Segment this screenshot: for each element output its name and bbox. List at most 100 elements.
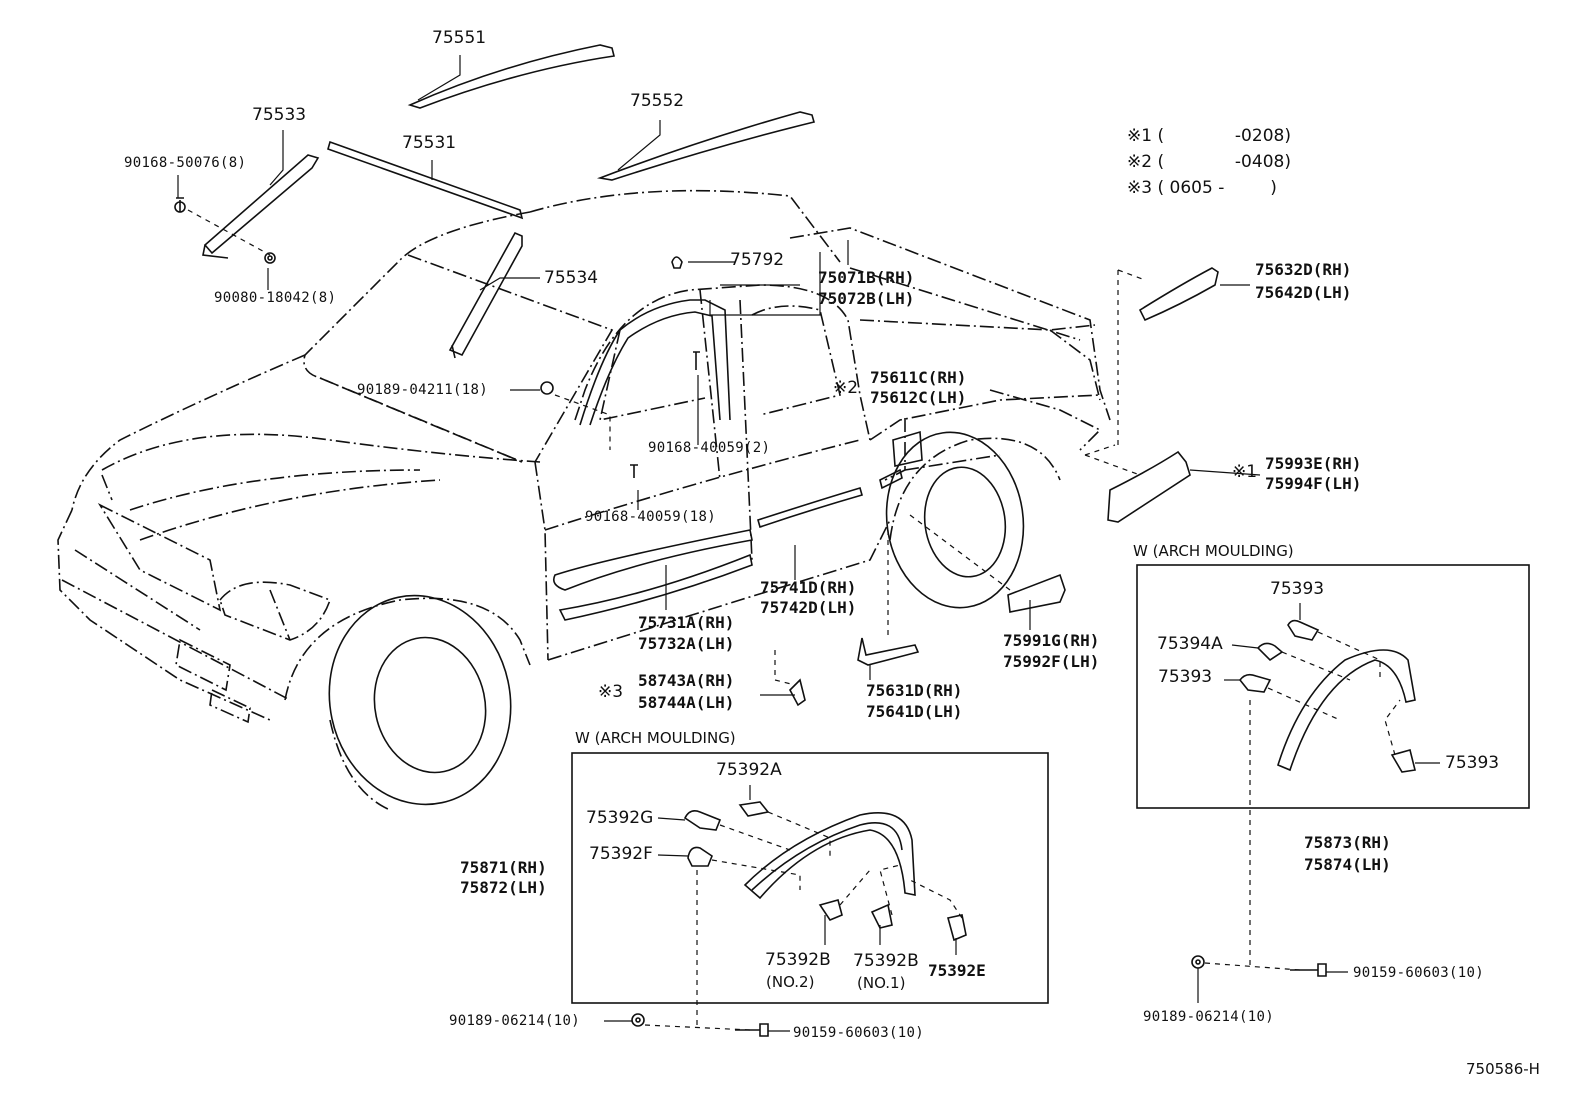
- label-75392B-a: 75392B: [765, 950, 831, 970]
- note-2-open: (: [1157, 152, 1165, 172]
- roof-rail-75551: [407, 44, 615, 109]
- label-75631D: 75631D(RH): [866, 681, 963, 700]
- note-3-from: 0605: [1169, 178, 1213, 198]
- note-2-mark: ※2: [1127, 152, 1153, 172]
- moulding-75531: [327, 140, 524, 220]
- door-moulding-75731: [552, 529, 753, 591]
- label-75534: 75534: [544, 268, 599, 288]
- label-75991G: 75991G(RH): [1003, 631, 1100, 650]
- moulding-75991: [1007, 573, 1066, 613]
- label-75071B: 75071B(RH): [818, 268, 915, 287]
- label-75392B-b: 75392B: [853, 951, 919, 971]
- moulding-75993: [1107, 450, 1191, 523]
- label-75642D: 75642D(LH): [1255, 283, 1352, 302]
- fastener-90159-60603-left: [735, 1023, 769, 1037]
- clip-75392B-no2: [818, 899, 843, 921]
- label-90189-04211: 90189-04211(18): [357, 382, 488, 398]
- label-mark-1: ※1: [1232, 462, 1258, 482]
- label-75393-a: 75393: [1270, 579, 1325, 599]
- label-90189-06214-left: 90189-06214(10): [449, 1013, 580, 1029]
- note-2: ※2 ( -0408): [1127, 154, 1291, 171]
- note-3-close: ): [1270, 178, 1277, 198]
- clip-75392G: [683, 810, 722, 831]
- label-75394A: 75394A: [1157, 634, 1223, 654]
- label-75792: 75792: [730, 250, 785, 270]
- label-75871: 75871(RH): [460, 858, 547, 877]
- box-right-leaders: [1224, 603, 1440, 764]
- box-right-frame: [1136, 564, 1530, 809]
- label-75392F: 75392F: [589, 844, 653, 864]
- label-75742D: 75742D(LH): [760, 598, 857, 617]
- label-75392G: 75392G: [586, 808, 654, 828]
- label-75641D: 75641D(LH): [866, 702, 963, 721]
- label-75874: 75874(LH): [1304, 855, 1391, 874]
- arch-moulding-75873: [1277, 649, 1416, 772]
- note-1-open: (: [1157, 126, 1165, 146]
- label-75393-b: 75393: [1158, 667, 1213, 687]
- label-90159-60603-left: 90159-60603(10): [793, 1025, 924, 1041]
- label-75072B: 75072B(LH): [818, 289, 915, 308]
- label-75741D: 75741D(RH): [760, 578, 857, 597]
- door-moulding-lower: [558, 553, 753, 621]
- clip-58743: [789, 678, 806, 707]
- label-75993E: 75993E(RH): [1265, 454, 1362, 473]
- nut-90080-18042: [264, 252, 276, 264]
- note-1-mark: ※1: [1127, 126, 1153, 146]
- label-90168-50076: 90168-50076(8): [124, 155, 247, 171]
- label-58743A: 58743A(RH): [638, 671, 735, 690]
- label-75992F: 75992F(LH): [1003, 652, 1100, 671]
- label-90080-18042: 90080-18042(8): [214, 290, 337, 306]
- label-75552: 75552: [630, 91, 685, 111]
- label-75393-c: 75393: [1445, 753, 1500, 773]
- label-58744A: 58744A(LH): [638, 693, 735, 712]
- note-2-close: ): [1284, 152, 1291, 172]
- arch-moulding-75871: [743, 811, 916, 900]
- label-75551: 75551: [432, 28, 487, 48]
- label-75611C: 75611C(RH): [870, 368, 967, 387]
- label-75612C: 75612C(LH): [870, 388, 967, 407]
- clip-75393-right: [1390, 749, 1416, 773]
- label-90189-06214-right: 90189-06214(10): [1143, 1009, 1274, 1025]
- note-3-to: -: [1218, 178, 1225, 198]
- note-2-to: -0408: [1234, 152, 1285, 172]
- note-3-open: (: [1157, 178, 1165, 198]
- label-90159-60603-right: 90159-60603(10): [1353, 965, 1484, 981]
- note-3: ※3 ( 0605 -): [1127, 180, 1277, 197]
- label-75732A: 75732A(LH): [638, 634, 735, 653]
- note-1-to: -0208: [1234, 126, 1285, 146]
- clip-75392F: [687, 846, 713, 867]
- note-1: ※1 ( -0208): [1127, 128, 1291, 145]
- label-75872: 75872(LH): [460, 878, 547, 897]
- label-mark-3: ※3: [598, 682, 624, 702]
- box-right-title: W (ARCH MOULDING): [1133, 542, 1294, 560]
- moulding-75632: [1138, 267, 1219, 322]
- screw-90189-04211: [540, 381, 554, 395]
- box-left-frame: [571, 752, 1049, 1004]
- truck-outline: [57, 189, 1111, 724]
- clip-75392B-no1: [870, 903, 893, 929]
- label-no2: (NO.2): [766, 973, 815, 991]
- note-3-mark: ※3: [1127, 178, 1153, 198]
- label-90168-40059-18: 90168-40059(18): [585, 509, 716, 525]
- clip-75393-top: [1287, 619, 1320, 641]
- door-moulding-75741: [757, 487, 863, 529]
- roof-rail-75552: [596, 111, 815, 181]
- front-wheel: [328, 594, 512, 811]
- diagram-code: 750586-H: [1466, 1060, 1540, 1078]
- screw-90168-50076: [174, 197, 186, 213]
- clip-75792: [671, 256, 683, 269]
- clip-75394A: [1256, 642, 1284, 662]
- label-75392A: 75392A: [716, 760, 782, 780]
- moulding-75533: [202, 154, 320, 259]
- note-1-close: ): [1284, 126, 1291, 146]
- fastener-90189-06214-left: [631, 1013, 645, 1027]
- label-75731A: 75731A(RH): [638, 613, 735, 632]
- mudflap-75631: [857, 637, 920, 666]
- clip-75393-mid: [1238, 673, 1272, 693]
- label-75873: 75873(RH): [1304, 833, 1391, 852]
- label-75531: 75531: [402, 133, 457, 153]
- leader-lines: [177, 55, 1261, 696]
- rear-wheel: [885, 431, 1025, 609]
- label-90168-40059-2: 90168-40059(2): [648, 440, 771, 456]
